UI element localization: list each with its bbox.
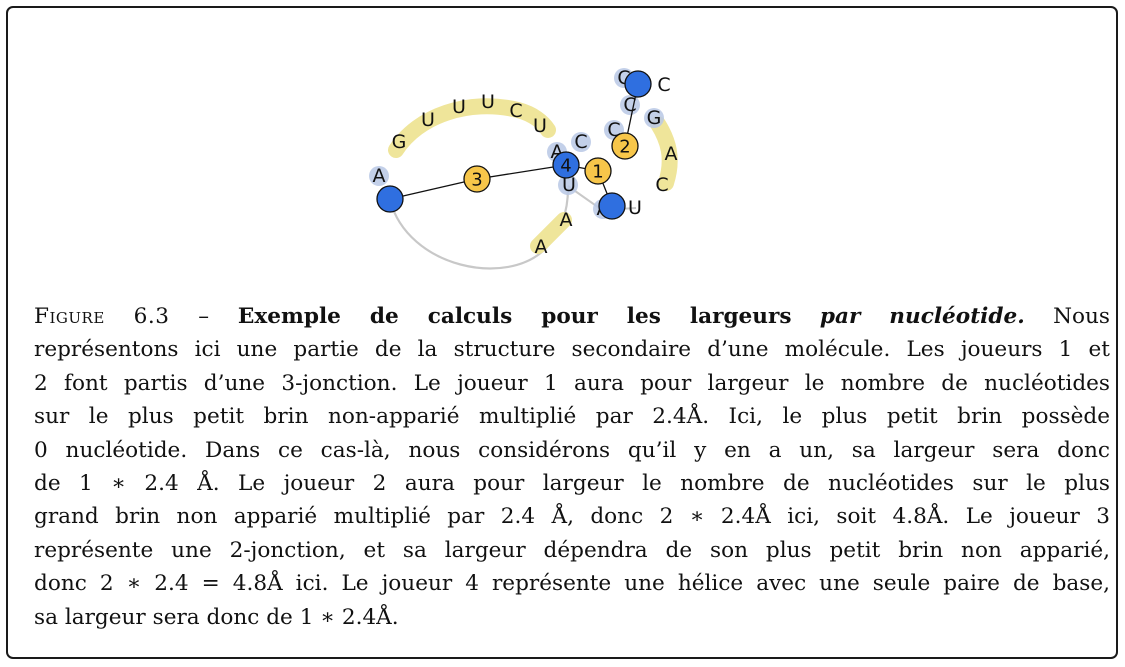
nucleotide-2: G: [392, 131, 407, 153]
caption-line-8: donc 2 ∗ 2.4 = 4.8Å ici. Le joueur 4 rep…: [34, 567, 1110, 600]
player-node-2: 2: [612, 133, 638, 159]
nucleotide-3: U: [421, 109, 435, 131]
caption-line-7: représente une 2-jonction, et sa largeur…: [34, 534, 1110, 567]
nucleotide-14: A: [665, 143, 678, 165]
player-label-4: 4: [560, 156, 571, 177]
nucleotide-19: U: [628, 197, 642, 219]
nucleotide-12: C: [657, 74, 670, 96]
nucleotide-21: A: [535, 236, 548, 258]
nucleotide-4: U: [452, 96, 466, 118]
nucleotide-5: U: [481, 91, 495, 113]
nucleotide-20: A: [560, 209, 573, 231]
caption-line-0: Nous: [1053, 304, 1110, 329]
player-node-1: 1: [585, 158, 611, 184]
player-label-1: 1: [592, 162, 603, 183]
player-label-2: 2: [619, 137, 630, 158]
player-node-3: 3: [464, 166, 490, 192]
caption-line-9: sa largeur sera donc de 1 ∗ 2.4Å.: [34, 601, 1110, 634]
caption-line-1: représentons ici une partie de la struct…: [34, 333, 1110, 366]
nucleotide-0: A: [373, 165, 386, 187]
nucleotide-15: C: [655, 174, 668, 196]
nucleotide-6: C: [509, 100, 522, 122]
nucleotide-10: C: [623, 94, 636, 116]
figure-caption: Figure 6.3 – Exemple de calculs pour les…: [34, 300, 1110, 634]
blue-node-0: [377, 186, 403, 212]
nucleotide-13: G: [647, 107, 662, 129]
blue-nodes: [377, 71, 651, 219]
blue-node-2: [599, 193, 625, 219]
caption-line-6: grand brin non apparié multiplié par 2.4…: [34, 500, 1110, 533]
nucleotide-7: U: [533, 115, 547, 137]
caption-line-2: 2 font partis d’une 3-jonction. Le joueu…: [34, 367, 1110, 400]
unpaired-strand-left: [396, 106, 548, 150]
player-node-4: 4: [553, 152, 579, 178]
player-label-3: 3: [471, 170, 482, 191]
caption-line-3: sur le plus petit brin non-apparié multi…: [34, 400, 1110, 433]
caption-line-5: de 1 ∗ 2.4 Å. Le joueur 2 aura pour larg…: [34, 467, 1110, 500]
nucleotide-8: C: [574, 131, 587, 153]
caption-italic-title: par nucléotide.: [820, 304, 1025, 329]
caption-bold-title: Exemple de calculs pour les largeurs: [238, 304, 792, 329]
caption-line-4: 0 nucléotide. Dans ce cas-là, nous consi…: [34, 434, 1110, 467]
figure-label: Figure 6.3 –: [34, 304, 210, 329]
blue-node-1: [625, 71, 651, 97]
